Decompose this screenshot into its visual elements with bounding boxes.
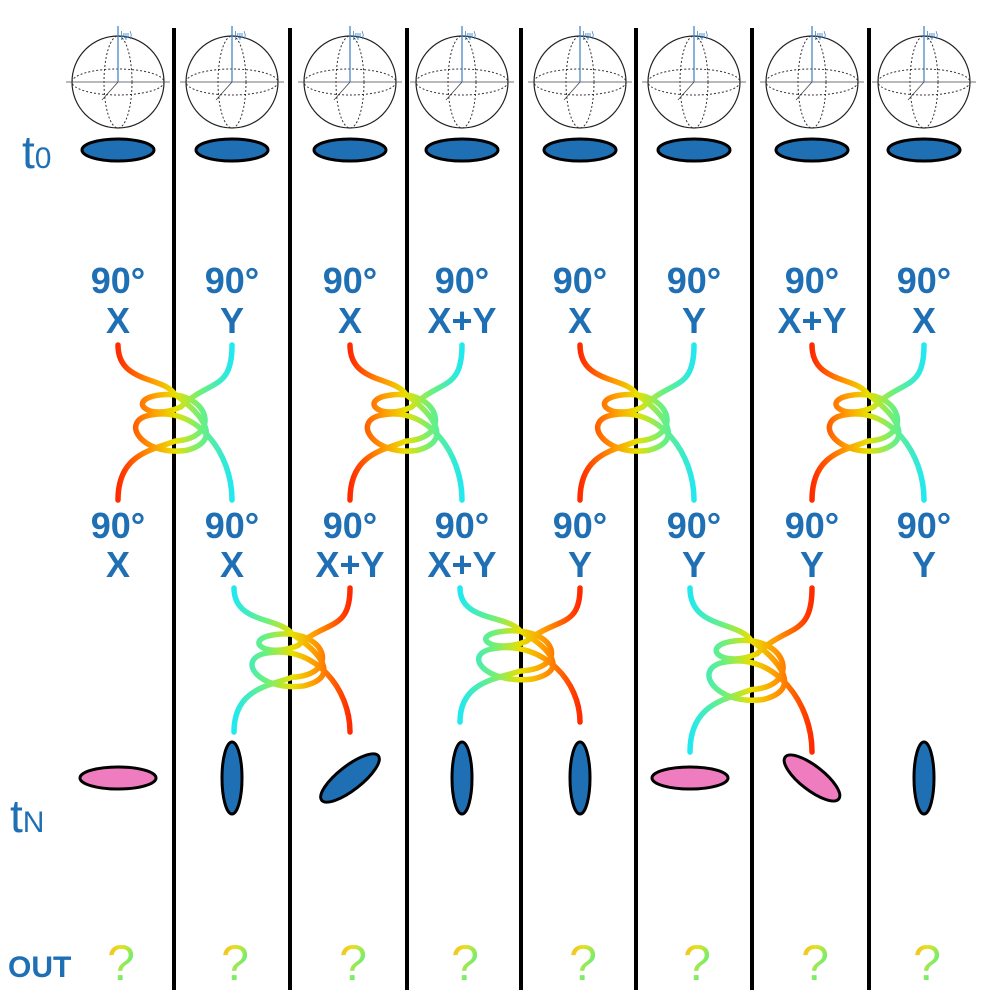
braid-top-2 bbox=[347, 342, 465, 503]
bottom-angle-4: 90° bbox=[435, 505, 489, 546]
bottom-axis-6: Y bbox=[682, 544, 706, 585]
initial-state-3 bbox=[312, 137, 388, 163]
initial-state-2 bbox=[194, 137, 270, 163]
top-angle-2: 90° bbox=[205, 260, 259, 301]
bloch-sphere-1: |ψ⟩ bbox=[66, 26, 170, 129]
output-8: ? bbox=[913, 935, 941, 991]
bottom-axis-4: X+Y bbox=[427, 544, 496, 585]
bloch-sphere-6: |ψ⟩ bbox=[642, 26, 746, 129]
pulse-braids bbox=[115, 342, 927, 755]
output-1: ? bbox=[107, 935, 135, 991]
bloch-sphere-5: |ψ⟩ bbox=[528, 26, 632, 129]
column-dividers bbox=[172, 28, 871, 990]
top-axis-2: Y bbox=[220, 300, 244, 341]
braid-bottom-2 bbox=[457, 585, 583, 725]
top-axis-1: X bbox=[106, 300, 130, 341]
out-label: OUT bbox=[8, 951, 71, 984]
initial-state-8 bbox=[886, 137, 962, 163]
final-state-7 bbox=[782, 753, 842, 803]
top-angle-5: 90° bbox=[553, 260, 607, 301]
top-angle-3: 90° bbox=[323, 260, 377, 301]
output-4: ? bbox=[451, 935, 479, 991]
bottom-angle-2: 90° bbox=[205, 505, 259, 546]
bloch-sphere-7: |ψ⟩ bbox=[760, 26, 864, 129]
initial-state-6 bbox=[656, 137, 732, 163]
sphere-state-label: |ψ⟩ bbox=[120, 31, 132, 41]
output-5: ? bbox=[569, 935, 597, 991]
bloch-sphere-8: |ψ⟩ bbox=[872, 26, 976, 129]
bottom-axis-7: Y bbox=[800, 544, 824, 585]
braid-top-1 bbox=[115, 342, 235, 503]
bottom-axis-3: X+Y bbox=[315, 544, 384, 585]
braid-bottom-1 bbox=[231, 585, 353, 735]
braid-bottom-3 bbox=[687, 585, 815, 755]
final-state-1 bbox=[78, 765, 158, 791]
braid-top-3 bbox=[577, 342, 697, 503]
sphere-state-label: |ψ⟩ bbox=[234, 31, 246, 41]
bottom-angle-3: 90° bbox=[323, 505, 377, 546]
top-angle-4: 90° bbox=[435, 260, 489, 301]
output-7: ? bbox=[801, 935, 829, 991]
sphere-state-label: |ψ⟩ bbox=[926, 31, 938, 41]
initial-state-1 bbox=[80, 137, 156, 163]
output-6: ? bbox=[683, 935, 711, 991]
output-2: ? bbox=[221, 935, 249, 991]
bottom-angle-7: 90° bbox=[785, 505, 839, 546]
sphere-state-label: |ψ⟩ bbox=[582, 31, 594, 41]
output-3: ? bbox=[339, 935, 367, 991]
top-angle-6: 90° bbox=[667, 260, 721, 301]
bottom-axis-8: Y bbox=[912, 544, 936, 585]
bloch-sphere-4: |ψ⟩ bbox=[410, 26, 514, 129]
bottom-angle-8: 90° bbox=[897, 505, 951, 546]
initial-state-5 bbox=[542, 137, 618, 163]
final-state-6 bbox=[650, 765, 730, 791]
final-state-3 bbox=[319, 752, 381, 804]
top-angle-8: 90° bbox=[897, 260, 951, 301]
top-angle-7: 90° bbox=[785, 260, 839, 301]
final-state-4 bbox=[450, 740, 474, 816]
sphere-state-label: |ψ⟩ bbox=[352, 31, 364, 41]
bloch-sphere-2: |ψ⟩ bbox=[180, 26, 284, 129]
bloch-sphere-3: |ψ⟩ bbox=[298, 26, 402, 129]
initial-state-7 bbox=[774, 137, 850, 163]
bottom-angle-6: 90° bbox=[667, 505, 721, 546]
top-axis-3: X bbox=[338, 300, 362, 341]
top-axis-8: X bbox=[912, 300, 936, 341]
top-axis-7: X+Y bbox=[777, 300, 846, 341]
bottom-angle-1: 90° bbox=[91, 505, 145, 546]
bloch-spheres: |ψ⟩ |ψ⟩ |ψ⟩ |ψ⟩ |ψ⟩ |ψ⟩ |ψ⟩ |ψ⟩ bbox=[66, 26, 976, 129]
tN-label: tN bbox=[10, 790, 44, 842]
braid-top-4 bbox=[809, 342, 927, 503]
bottom-axis-5: Y bbox=[568, 544, 592, 585]
sphere-state-label: |ψ⟩ bbox=[696, 31, 708, 41]
top-axis-4: X+Y bbox=[427, 300, 496, 341]
initial-state-4 bbox=[424, 137, 500, 163]
sphere-state-label: |ψ⟩ bbox=[814, 31, 826, 41]
top-axis-5: X bbox=[568, 300, 592, 341]
bottom-angle-5: 90° bbox=[553, 505, 607, 546]
t0-label: t0 bbox=[22, 126, 51, 178]
final-states bbox=[78, 740, 936, 816]
final-state-2 bbox=[220, 740, 244, 816]
sphere-state-label: |ψ⟩ bbox=[464, 31, 476, 41]
bottom-axis-2: X bbox=[220, 544, 244, 585]
output-marks: ???????? bbox=[107, 935, 941, 991]
top-axis-6: Y bbox=[682, 300, 706, 341]
top-angle-1: 90° bbox=[91, 260, 145, 301]
rotation-labels: 90°X90°X90°Y90°X90°X90°X+Y90°X+Y90°X+Y90… bbox=[91, 260, 951, 585]
final-state-8 bbox=[912, 740, 936, 816]
bottom-axis-1: X bbox=[106, 544, 130, 585]
initial-states bbox=[80, 137, 962, 163]
final-state-5 bbox=[568, 740, 592, 816]
